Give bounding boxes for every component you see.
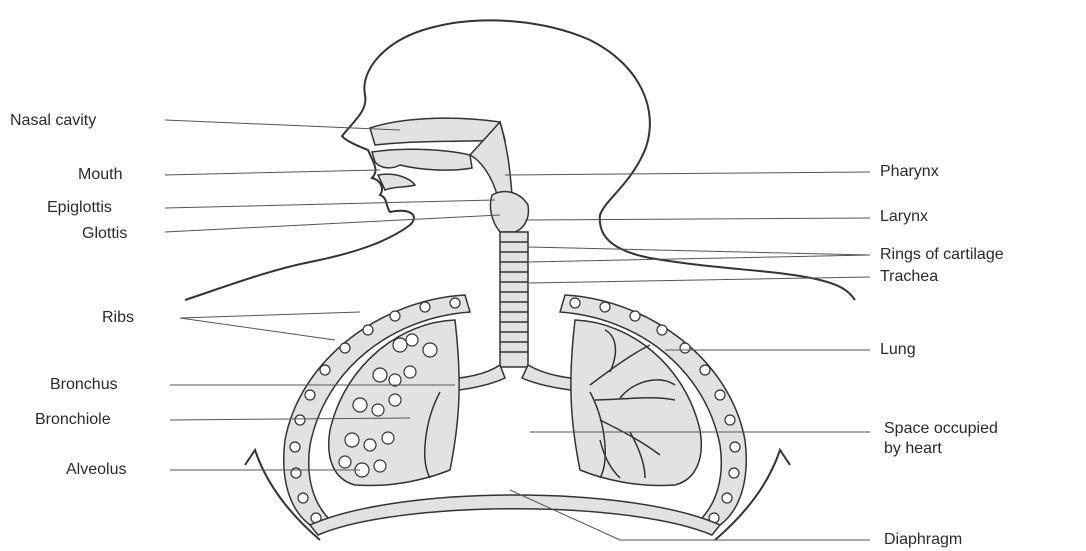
leader-ribs-a (180, 312, 360, 318)
larynx-shape (490, 192, 528, 232)
leader-rings-b (528, 255, 870, 262)
leader-nasal-cavity (165, 120, 400, 130)
leader-mouth (165, 170, 380, 175)
label-nasal-cavity: Nasal cavity (10, 112, 96, 130)
leader-ribs-b (180, 318, 335, 340)
label-pharynx: Pharynx (880, 163, 939, 181)
label-bronchiole: Bronchiole (35, 411, 111, 429)
leader-glottis (165, 215, 500, 232)
label-diaphragm: Diaphragm (884, 531, 962, 549)
diaphragm-shape (310, 495, 720, 535)
leader-epiglottis (165, 200, 495, 208)
label-bronchus: Bronchus (50, 376, 118, 394)
label-mouth: Mouth (78, 166, 122, 184)
label-larynx: Larynx (880, 208, 928, 226)
leader-pharynx (505, 172, 870, 175)
leader-larynx (525, 218, 870, 220)
label-ribs: Ribs (102, 309, 134, 327)
label-rings-of-cartilage: Rings of cartilage (880, 246, 1004, 264)
mouth-shape (372, 149, 472, 170)
leader-rings (528, 247, 870, 255)
label-trachea: Trachea (880, 268, 938, 286)
label-glottis: Glottis (82, 225, 127, 243)
label-epiglottis: Epiglottis (47, 199, 112, 217)
label-alveolus: Alveolus (66, 461, 126, 479)
lower-jaw-shape (378, 174, 415, 190)
label-space-heart-line1: Space occupied (884, 420, 998, 438)
label-lung: Lung (880, 341, 916, 359)
label-space-heart-line2: by heart (884, 440, 942, 458)
